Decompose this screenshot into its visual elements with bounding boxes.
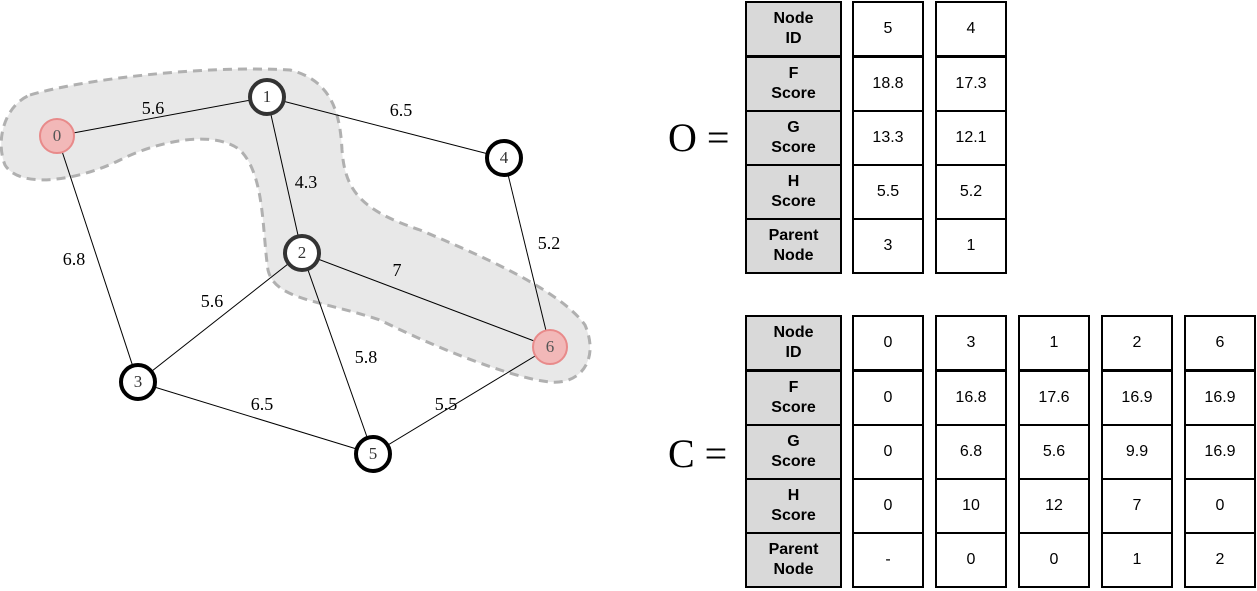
closed-list-cell: 16.9 — [1184, 424, 1256, 480]
open-list-row-header: Node ID — [745, 1, 842, 57]
edge-2-3 — [137, 252, 303, 383]
open-list-cell: 17.3 — [935, 56, 1007, 112]
edge-3-5 — [137, 381, 374, 455]
edge-2-6 — [301, 252, 551, 348]
closed-list-cell: 0 — [852, 315, 924, 371]
closed-list-cell: 0 — [852, 478, 924, 534]
open-list-cell: 13.3 — [852, 110, 924, 166]
closed-list-cell: 2 — [1184, 532, 1256, 588]
edge-4-6 — [503, 157, 551, 348]
closed-list-cell: 1 — [1101, 532, 1173, 588]
edge-1-2 — [266, 96, 303, 254]
node-2 — [283, 234, 321, 272]
closed-list-cell: 0 — [852, 370, 924, 426]
node-label-2: 2 — [298, 243, 307, 262]
node-3 — [119, 363, 157, 401]
closed-list-cell: 0 — [1184, 478, 1256, 534]
open-list-cell: 3 — [852, 218, 924, 274]
closed-list-cell: 10 — [935, 478, 1007, 534]
edge-0-3 — [56, 135, 139, 383]
edge-weight-0-3: 6.8 — [63, 249, 86, 269]
closed-list-row-header: F Score — [745, 370, 842, 426]
edge-weight-1-4: 6.5 — [390, 100, 413, 120]
closed-list-cell: 16.9 — [1184, 370, 1256, 426]
closed-list-label: C = — [668, 431, 728, 476]
closed-list-cell: 16.9 — [1101, 370, 1173, 426]
node-label-4: 4 — [500, 148, 509, 167]
open-list-cell: 5.2 — [935, 164, 1007, 220]
node-1 — [248, 78, 286, 116]
closed-list-row-header: G Score — [745, 424, 842, 480]
node-6 — [532, 329, 568, 365]
edge-1-4 — [266, 96, 505, 159]
node-label-3: 3 — [134, 372, 143, 391]
open-list-cell: 5 — [852, 1, 924, 57]
edge-weight-5-6: 5.5 — [435, 394, 458, 414]
open-list-cell: 1 — [935, 218, 1007, 274]
open-list-row-header: H Score — [745, 164, 842, 220]
open-list-cell: 12.1 — [935, 110, 1007, 166]
open-list-row-header: F Score — [745, 56, 842, 112]
closed-list-cell: 16.8 — [935, 370, 1007, 426]
closed-list-cell: 0 — [852, 424, 924, 480]
edge-5-6 — [372, 346, 551, 455]
graph-diagram: 5.6 6.5 4.3 6.8 5.2 7 5.6 5.8 6.5 5.5 0 1 2 3 4 5 6 — [0, 67, 592, 473]
closed-list-cell: - — [852, 532, 924, 588]
edge-2-5 — [301, 252, 374, 455]
node-label-0: 0 — [53, 126, 62, 145]
edge-weight-2-3: 5.6 — [201, 291, 224, 311]
closed-list-cell: 5.6 — [1018, 424, 1090, 480]
closed-list-cell: 0 — [1018, 532, 1090, 588]
edge-weight-2-5: 5.8 — [355, 347, 378, 367]
open-list-cell: 4 — [935, 1, 1007, 57]
node-label-5: 5 — [369, 444, 378, 463]
node-4 — [485, 139, 523, 177]
closed-list-cell: 9.9 — [1101, 424, 1173, 480]
edge-weight-4-6: 5.2 — [538, 233, 561, 253]
edge-0-1 — [56, 96, 268, 137]
node-5 — [354, 435, 392, 473]
open-list-cell: 5.5 — [852, 164, 924, 220]
closed-list-cell: 2 — [1101, 315, 1173, 371]
open-list-row-header: Parent Node — [745, 218, 842, 274]
closed-list-row-header: Parent Node — [745, 532, 842, 588]
closed-list-cell: 7 — [1101, 478, 1173, 534]
open-list-label: O = — [668, 115, 730, 160]
closed-list-cell: 17.6 — [1018, 370, 1090, 426]
node-label-6: 6 — [546, 337, 555, 356]
open-list-row-header: G Score — [745, 110, 842, 166]
closed-list-cell: 1 — [1018, 315, 1090, 371]
closed-list-cell: 3 — [935, 315, 1007, 371]
edge-weight-1-2: 4.3 — [295, 172, 318, 192]
open-list-cell: 18.8 — [852, 56, 924, 112]
closed-list-row-header: H Score — [745, 478, 842, 534]
edge-weight-3-5: 6.5 — [251, 394, 274, 414]
closed-list-row-header: Node ID — [745, 315, 842, 371]
closed-list-cell: 0 — [935, 532, 1007, 588]
closed-list-cell: 6 — [1184, 315, 1256, 371]
node-0 — [39, 118, 75, 154]
node-label-1: 1 — [263, 87, 272, 106]
edge-weight-2-6: 7 — [393, 260, 402, 280]
closed-list-cell: 12 — [1018, 478, 1090, 534]
closed-list-cell: 6.8 — [935, 424, 1007, 480]
edge-weight-0-1: 5.6 — [142, 98, 165, 118]
